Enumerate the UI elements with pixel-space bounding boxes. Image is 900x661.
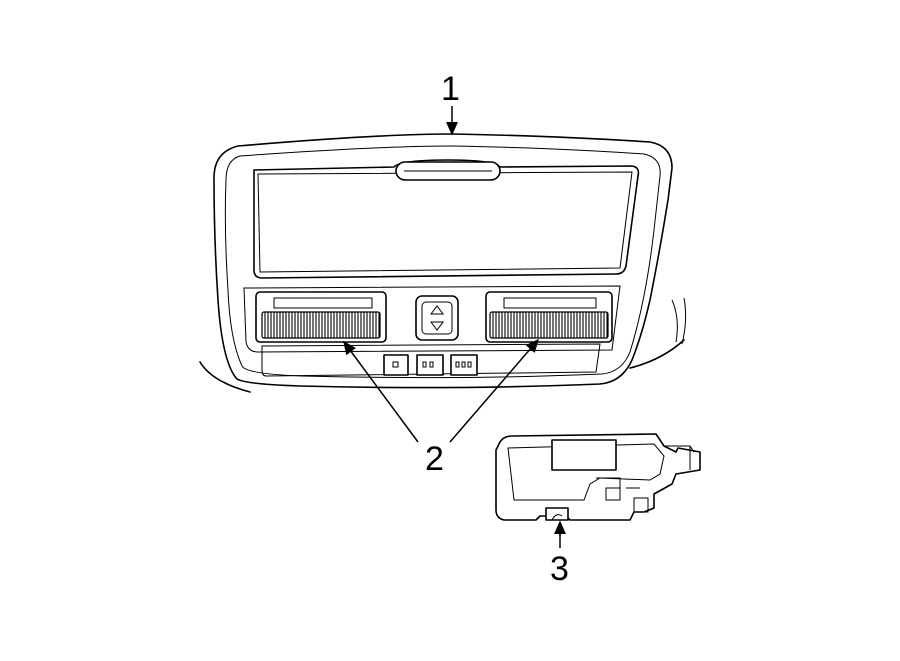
left-map-lamp xyxy=(255,291,387,343)
callout-1: 1 xyxy=(441,70,460,108)
leader-lines xyxy=(343,106,566,548)
storage-compartment xyxy=(253,159,640,279)
control-module xyxy=(495,433,701,521)
right-map-lamp xyxy=(485,291,613,343)
callout-3: 3 xyxy=(550,550,569,588)
headliner-contour xyxy=(199,297,687,393)
down-triangle-icon xyxy=(430,321,444,331)
leader-2b xyxy=(449,338,539,443)
leader-2a xyxy=(343,340,419,443)
up-triangle-icon xyxy=(430,305,444,315)
square-icon xyxy=(383,354,409,376)
callout-2: 2 xyxy=(425,440,444,478)
three-dot-icon xyxy=(450,354,478,376)
sunroof-switch xyxy=(415,295,459,341)
console-buttons xyxy=(383,354,478,376)
overhead-console xyxy=(213,133,673,389)
